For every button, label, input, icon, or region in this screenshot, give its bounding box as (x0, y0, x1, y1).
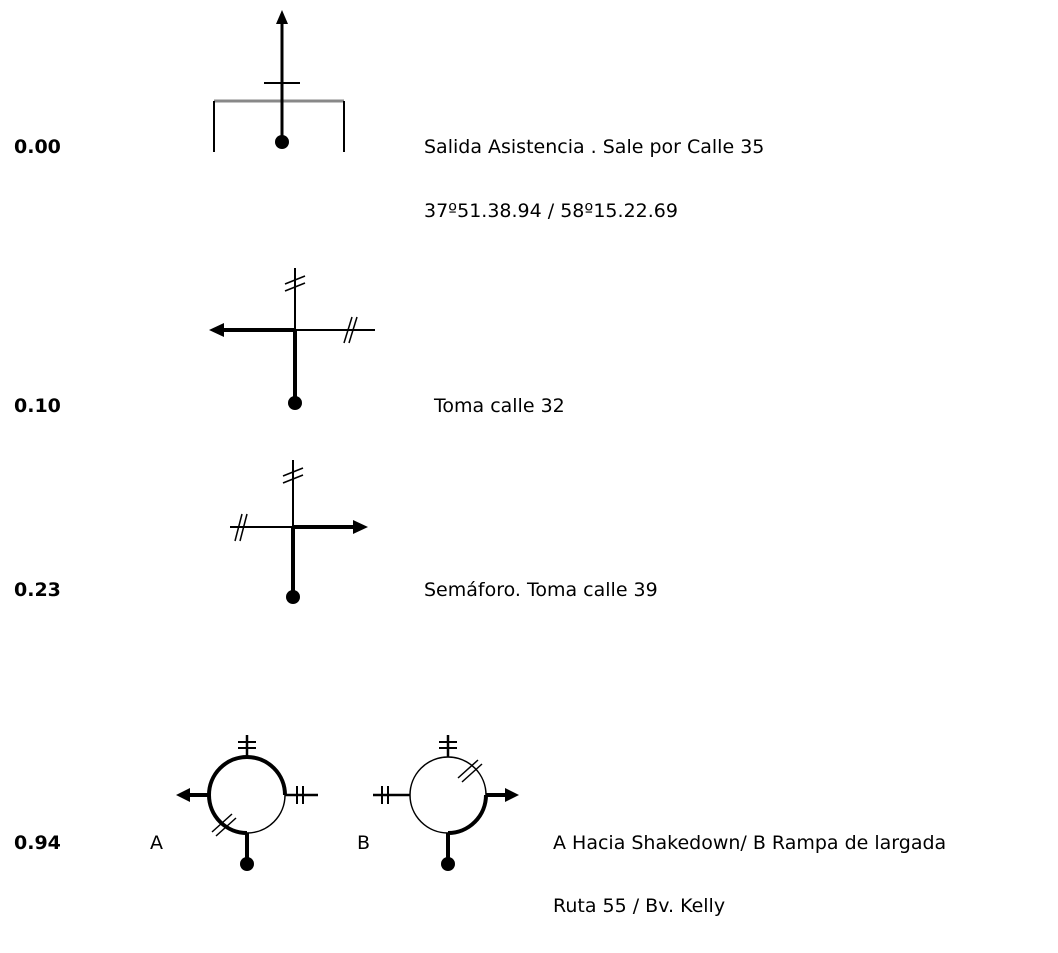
turn-right-diagram (230, 460, 368, 604)
step-3-description: Semáforo. Toma calle 39 (424, 579, 658, 601)
variant-b-label: B (357, 832, 371, 854)
turn-left-diagram (209, 268, 375, 410)
step-1-coordinates: 37º51.38.94 / 58º15.22.69 (424, 200, 678, 222)
step-4-description: A Hacia Shakedown/ B Rampa de largada (553, 832, 947, 854)
step-2-description: Toma calle 32 (434, 395, 565, 417)
step-4-road-name: Ruta 55 / Bv. Kelly (553, 895, 726, 917)
variant-a-label: A (150, 832, 163, 854)
step-3-km: 0.23 (14, 579, 61, 601)
step-4-km: 0.94 (14, 832, 61, 854)
roundabout-a-diagram (176, 735, 318, 871)
step-1-km: 0.00 (14, 136, 61, 158)
roundabout-b-diagram (373, 735, 519, 871)
step-2-km: 0.10 (14, 395, 61, 417)
step-1-description: Salida Asistencia . Sale por Calle 35 (424, 136, 765, 158)
start-exit-diagram (213, 10, 345, 152)
